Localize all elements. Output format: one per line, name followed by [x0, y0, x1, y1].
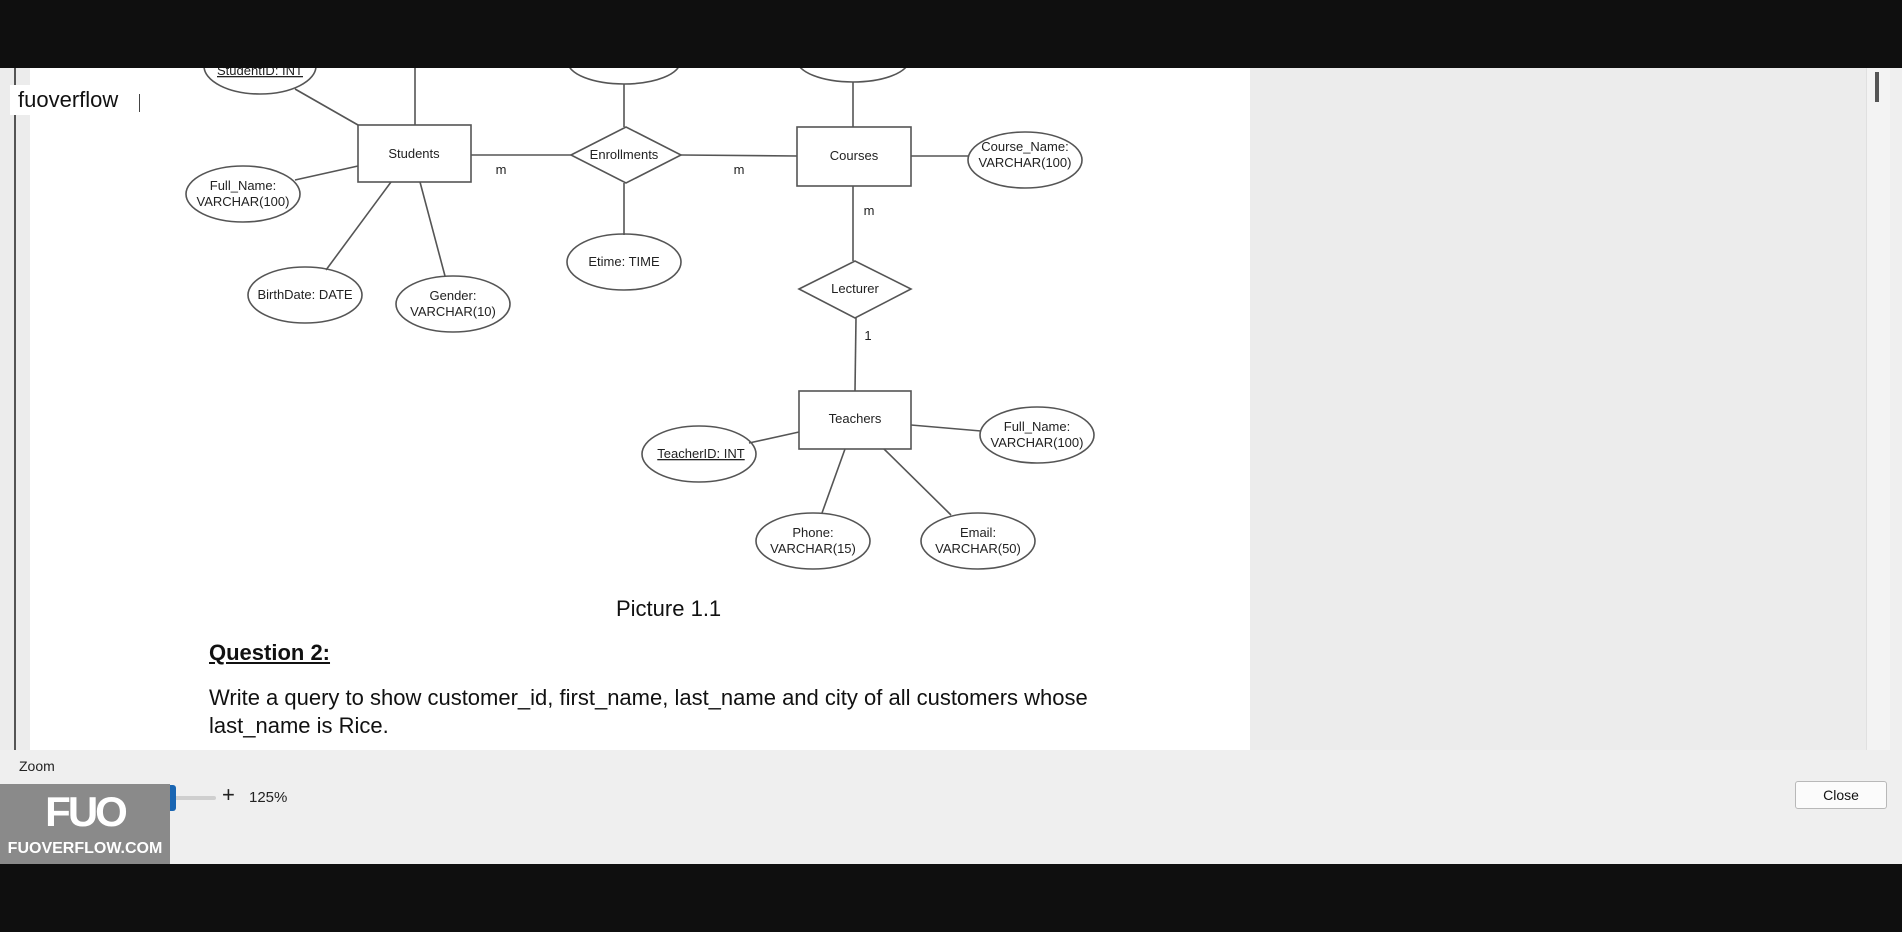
attribute-teacherid-ellipse: [641, 425, 757, 483]
entity-students-box: [357, 124, 472, 183]
attribute-teacher-fullname-label-1: Full_Name:: [1004, 419, 1070, 434]
edge-teachers-fullname: [910, 424, 982, 432]
attribute-fullname-label-1: Full_Name:: [210, 178, 276, 193]
er-diagram: StudentID: INT Students Enrollments Cour…: [185, 68, 1095, 570]
attribute-phone-label-1: Phone:: [792, 525, 833, 540]
scrollbar-thumb[interactable]: [1875, 72, 1879, 102]
edge-studentid-students: [294, 88, 359, 126]
relationship-enrollments-label: Enrollments: [590, 147, 659, 162]
attribute-gender-label-1: Gender:: [430, 288, 477, 303]
cardinality-enrollments-courses: m: [734, 162, 745, 177]
zoom-label: Zoom: [19, 758, 55, 774]
attribute-ellipse-cutoff-enrollments: [569, 68, 679, 85]
attribute-gender-label-2: VARCHAR(10): [410, 304, 496, 319]
edge-fullname-students: [294, 165, 359, 181]
entity-teachers-box: [798, 390, 912, 450]
attribute-coursename-label-1: Course_Name:: [981, 139, 1068, 154]
cardinality-lecturer-teachers: 1: [864, 328, 871, 343]
attribute-phone-ellipse: [755, 512, 871, 570]
attribute-email-label-2: VARCHAR(50): [935, 541, 1021, 556]
question-title: Question 2:: [209, 640, 331, 665]
edge-gender-students: [419, 181, 446, 277]
document-page: StudentID: INT Students Enrollments Cour…: [30, 68, 1250, 750]
edge-teachers-phone: [821, 448, 846, 514]
entity-teachers-label: Teachers: [829, 411, 882, 426]
attribute-gender-ellipse: [395, 275, 511, 333]
close-button[interactable]: Close: [1795, 781, 1887, 809]
attribute-studentid-ellipse: [203, 68, 317, 95]
watermark-text: FUOVERFLOW.COM: [7, 840, 163, 857]
attribute-fullname-label-2: VARCHAR(100): [197, 194, 290, 209]
figure-caption: Picture 1.1: [616, 596, 722, 621]
attribute-studentid-label: StudentID: INT: [217, 68, 303, 78]
watermark-logo: FUO FUOVERFLOW.COM: [0, 784, 170, 864]
edge-teachers-email: [883, 448, 952, 516]
entity-courses-label: Courses: [830, 148, 879, 163]
zoom-value: 125%: [249, 789, 288, 806]
cardinality-courses-lecturer: m: [864, 203, 875, 218]
attribute-teacher-fullname-label-2: VARCHAR(100): [991, 435, 1084, 450]
relationship-lecturer-diamond: [797, 260, 913, 319]
question-text: Write a query to show customer_id, first…: [209, 685, 1088, 738]
attribute-etime-ellipse: [566, 233, 682, 291]
attribute-birthdate-ellipse: [247, 266, 363, 324]
bottom-letterbox: [0, 864, 1902, 932]
entity-courses-box: [796, 126, 912, 187]
viewport-left-border: [14, 68, 16, 750]
attribute-email-label-1: Email:: [960, 525, 996, 540]
attribute-teacher-fullname-ellipse: [979, 406, 1095, 464]
edge-birthdate-students: [325, 181, 392, 271]
vertical-scrollbar[interactable]: [1866, 68, 1890, 750]
cardinality-students-enrollments: m: [496, 162, 507, 177]
relationship-enrollments-diamond: [569, 126, 683, 184]
watermark-logo-mark: FUO: [45, 788, 128, 835]
attribute-phone-label-2: VARCHAR(15): [770, 541, 856, 556]
edge-lecturer-teachers: [854, 317, 857, 392]
attribute-coursename-label-2: VARCHAR(100): [979, 155, 1072, 170]
edge-enrollments-courses: [680, 154, 798, 157]
page-label: fuoverflow: [10, 85, 127, 115]
attribute-email-ellipse: [920, 512, 1036, 570]
attribute-teacherid-label: TeacherID: INT: [657, 446, 744, 461]
top-letterbox: [0, 0, 1902, 68]
attribute-ellipse-cutoff-courses: [799, 68, 907, 83]
attribute-birthdate-label: BirthDate: DATE: [257, 287, 352, 302]
image-viewer-window: StudentID: INT Students Enrollments Cour…: [0, 68, 1902, 864]
attribute-fullname-ellipse: [185, 165, 301, 223]
text-cursor: [139, 94, 140, 112]
relationship-lecturer-label: Lecturer: [831, 281, 879, 296]
entity-students-label: Students: [388, 146, 440, 161]
image-viewport[interactable]: StudentID: INT Students Enrollments Cour…: [0, 68, 1890, 750]
attribute-etime-label: Etime: TIME: [588, 254, 660, 269]
edge-teacherid-teachers: [748, 431, 800, 444]
attribute-coursename-ellipse: [967, 131, 1083, 189]
zoom-in-button[interactable]: +: [222, 782, 235, 807]
